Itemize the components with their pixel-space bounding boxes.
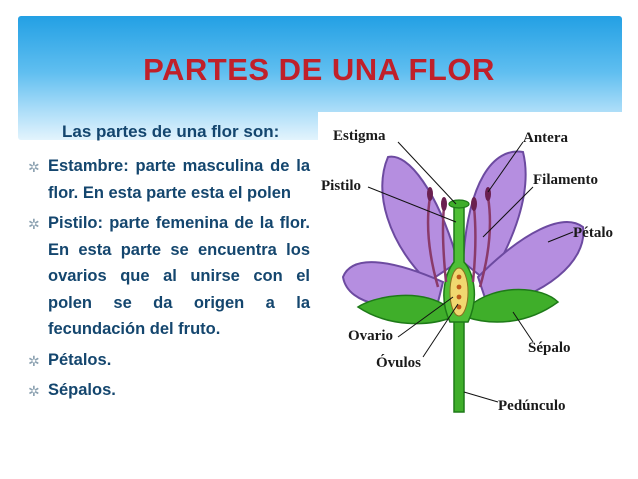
leader-lines (367, 141, 574, 403)
label-filamento: Filamento (533, 172, 598, 188)
ovule-shape (456, 284, 462, 290)
bullet-item: ✲ Pistilo: parte femenina de la flor. En … (28, 210, 310, 343)
anther-shape (471, 197, 477, 211)
bullet-star-icon: ✲ (28, 352, 40, 369)
bullet-item: ✲ Estambre: parte masculina de la flor. E… (28, 153, 310, 206)
stem-shape (453, 311, 465, 413)
ovule-shape (456, 304, 462, 310)
stamen-filament-shape (478, 196, 492, 288)
bullet-text: Pistilo: parte femenina de la flor. En e… (48, 214, 310, 338)
stamen-filament-shape (471, 206, 477, 283)
slide-subtitle: Las partes de una flor son: (62, 122, 280, 141)
anther-shape (427, 187, 433, 201)
stigma-shape (448, 199, 470, 209)
label-sepalo: Sépalo (528, 340, 571, 356)
bullet-star-icon: ✲ (28, 216, 40, 232)
bullet-text: Pétalos. (48, 350, 112, 369)
bullet-text: Estambre: parte masculina de la flor. En… (48, 157, 310, 202)
bullet-star-icon: ✲ (28, 159, 40, 175)
slide-title: PARTES DE UNA FLOR (143, 52, 495, 87)
label-ovulos: Óvulos (376, 354, 421, 371)
ovule-shape (456, 274, 462, 280)
bullet-text: Sépalos. (48, 381, 116, 399)
sepal-right-shape (465, 288, 560, 323)
label-estigma: Estigma (333, 128, 386, 144)
anther-shape (441, 197, 447, 211)
stamen-filament-shape (426, 196, 440, 288)
sepal-left-shape (356, 294, 455, 325)
petal-left-back-shape (381, 155, 460, 284)
label-ovario: Ovario (348, 328, 393, 344)
flower-diagram: Estigma Antera Filamento Pistilo Pétalo … (318, 112, 628, 422)
ovary-shape (449, 267, 469, 317)
bullet-list: ✲ Estambre: parte masculina de la flor. E… (28, 153, 310, 408)
ovule-shape (456, 294, 462, 300)
stamen-filament-shape (441, 206, 448, 283)
label-pistilo: Pistilo (321, 178, 361, 194)
label-petalo: Pétalo (573, 225, 613, 241)
label-antera: Antera (523, 130, 568, 146)
bullet-item: ✲ Sépalos. (28, 377, 310, 404)
bullet-star-icon: ✲ (28, 383, 40, 399)
bullet-item: ✲ Pétalos. (28, 347, 310, 374)
label-pedunculo: Pedúnculo (498, 398, 566, 414)
